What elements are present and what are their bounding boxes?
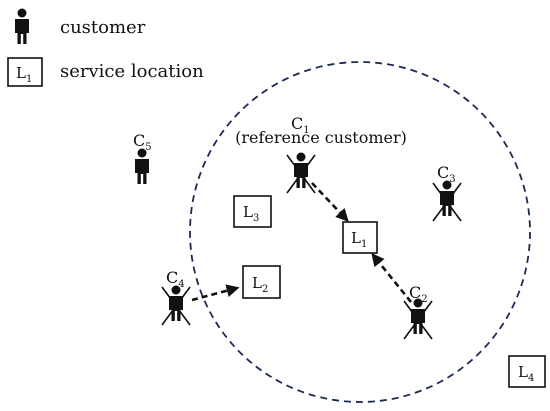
served-cross-icon (403, 300, 433, 340)
served-cross-icon (432, 182, 462, 222)
location-l1: L1 (342, 221, 378, 254)
customer-c5-label: C5 (133, 131, 152, 153)
customer-c2: C2 (403, 283, 433, 340)
location-l3: L3 (233, 195, 272, 228)
legend-customer-icon (15, 8, 29, 44)
customer-icon (294, 152, 308, 188)
customer-c5: C5 (133, 131, 152, 184)
location-l2: L2 (242, 265, 281, 299)
customer-c3: C3 (432, 163, 462, 222)
location-l1-label: L1 (351, 229, 367, 250)
customer-c4-label: C4 (166, 268, 185, 290)
assignment-arrow-c4-l2 (191, 284, 240, 302)
customer-c1-label: C1 (291, 114, 310, 136)
location-l4-label: L4 (518, 363, 534, 384)
legend: customer L1 service location (7, 8, 204, 87)
legend-location-box-label: L1 (16, 64, 32, 85)
customer-c3-label: C3 (437, 163, 456, 185)
assignment-arrow-c2-l1 (371, 252, 413, 303)
customer-c2-label: C2 (409, 283, 428, 305)
assignment-arrow-c1-l1 (311, 182, 349, 222)
location-l2-label: L2 (252, 274, 268, 295)
customer-icon (135, 148, 149, 184)
customer-c1: C1 (reference customer) (235, 114, 407, 194)
served-cross-icon (286, 154, 316, 194)
legend-service-location-label: service location (60, 61, 204, 82)
customer-c4: C4 (161, 268, 191, 326)
service-radius-circle (189, 61, 531, 403)
served-cross-icon (161, 286, 191, 326)
legend-location-box (7, 57, 43, 87)
customer-icon (440, 180, 454, 216)
customer-icon (169, 285, 183, 321)
legend-customer-label: customer (60, 17, 146, 38)
customer-c1-note: (reference customer) (235, 128, 407, 147)
location-l3-label: L3 (243, 203, 259, 224)
location-l4: L4 (508, 355, 546, 388)
